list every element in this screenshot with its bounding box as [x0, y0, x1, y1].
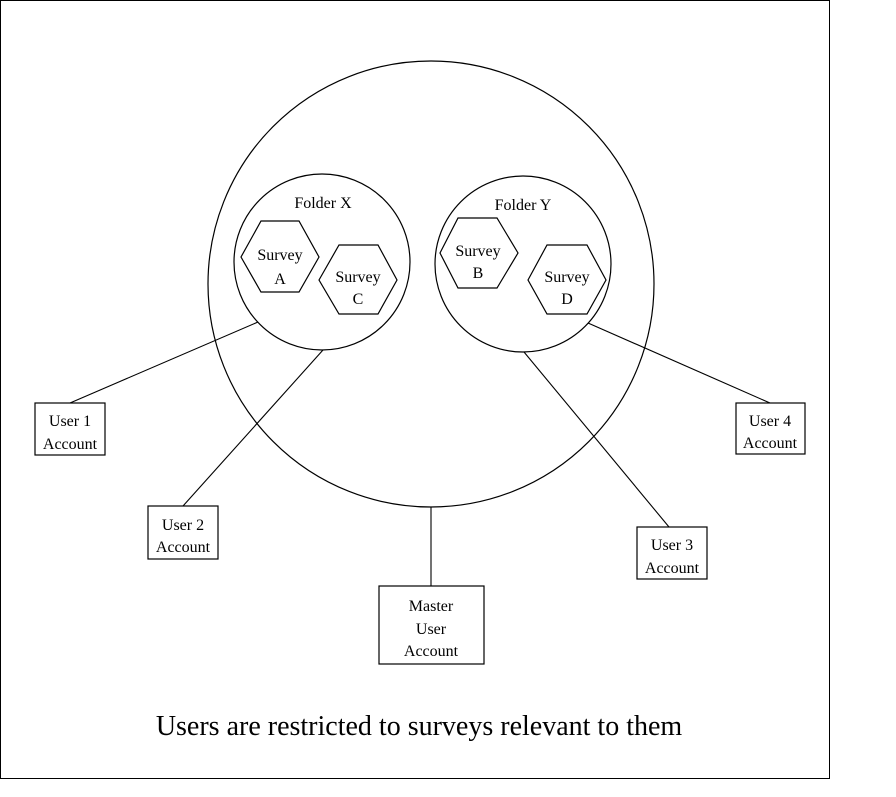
user3-account-box[interactable] [636, 526, 708, 580]
connector-user4-folder-y [587, 322, 771, 404]
survey-c-label-line1: Survey [335, 269, 380, 286]
master-account-label-line3: Account [404, 643, 459, 660]
master-account-label-line1: Master [409, 598, 454, 615]
survey-c-label-line2: C [353, 291, 364, 308]
survey-d-hexagon[interactable] [527, 244, 607, 315]
user1-account-box[interactable] [34, 402, 106, 456]
user3-account-label-line2: Account [645, 560, 700, 577]
folder-x-label: Folder X [294, 195, 352, 212]
connector-user3-folder-y [523, 351, 670, 528]
user2-account-label-line2: Account [156, 539, 211, 556]
diagram-caption: Users are restricted to surveys relevant… [156, 711, 683, 742]
user4-account-label-line1: User 4 [749, 413, 791, 430]
user2-account-label-line1: User 2 [162, 517, 204, 534]
master-user-account-box[interactable] [378, 585, 485, 665]
root-circle [207, 60, 655, 508]
user2-account-box[interactable] [147, 505, 219, 560]
survey-b-label-line2: B [473, 265, 484, 282]
folder-y-label: Folder Y [495, 197, 552, 214]
user4-account-box[interactable] [735, 402, 806, 455]
survey-a-label-line1: Survey [257, 247, 302, 264]
survey-b-hexagon[interactable] [439, 217, 519, 289]
survey-a-hexagon[interactable] [240, 220, 320, 293]
user3-account-label-line1: User 3 [651, 537, 693, 554]
user1-account-label-line2: Account [43, 436, 98, 453]
user1-account-label-line1: User 1 [49, 413, 91, 430]
master-account-label-line2: User [416, 621, 447, 638]
connector-user1-folder-x [69, 321, 259, 404]
connector-user2-folder-x [182, 349, 324, 507]
survey-c-hexagon[interactable] [318, 244, 398, 315]
survey-d-label-line1: Survey [544, 269, 589, 286]
survey-b-label-line1: Survey [455, 243, 500, 260]
survey-a-label-line2: A [274, 271, 286, 288]
survey-d-label-line2: D [561, 291, 573, 308]
user4-account-label-line2: Account [743, 435, 798, 452]
